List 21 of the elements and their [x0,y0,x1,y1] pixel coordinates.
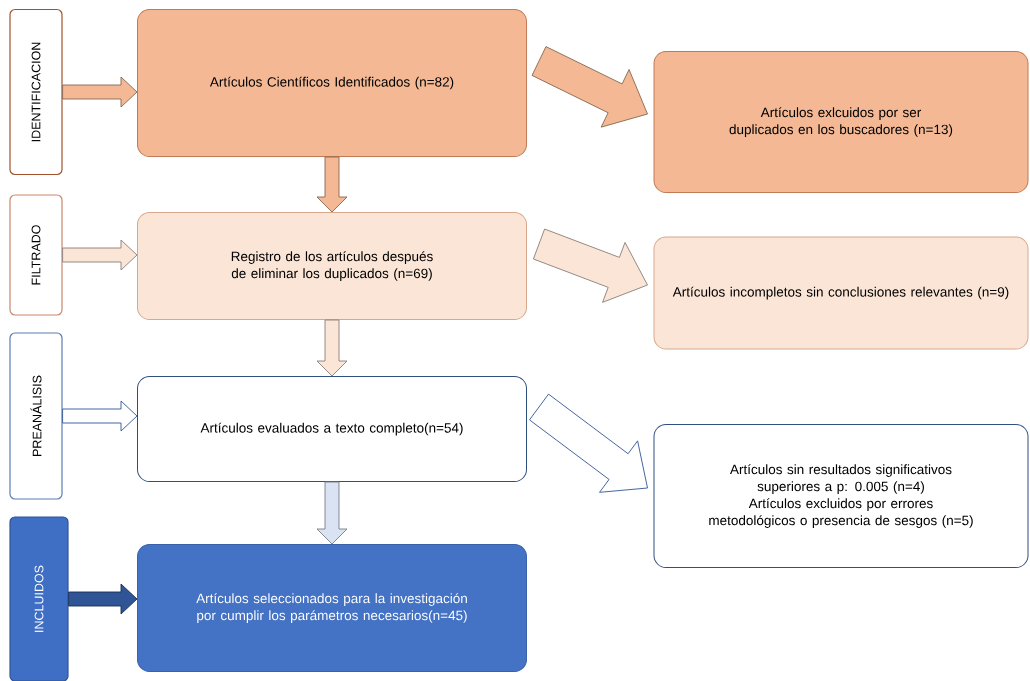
process-box: Artículos sin resultados significativos superiores a p: 0.005 (n=4) Artículos excluidos por errores metodológicos o presencia de sesgos (n=5) [653,424,1029,568]
block-arrow [316,481,348,545]
process-box: Artículos evaluados a texto completo(n=54) [137,376,527,482]
stage-box: FILTRADO [9,194,63,316]
process-box: Artículos Científicos Identificados (n=82) [137,9,527,157]
block-arrow [62,239,138,271]
block-arrow [316,319,348,377]
stage-box: IDENTIFICACION [9,8,63,176]
stage-box: INCLUIDOS [9,516,69,681]
stage-box: PREANÁLISIS [9,332,63,500]
process-box: Artículos seleccionados para la investigación por cumplir los parámetros necesarios(n=45) [137,544,527,672]
block-arrow [531,46,648,128]
block-arrow [316,156,348,213]
block-arrow [532,228,648,303]
block-arrow [529,393,648,493]
process-box: Artículos exlcuidos por ser duplicados en los buscadores (n=13) [653,51,1029,193]
process-box: Registro de los artículos después de eliminar los duplicados (n=69) [137,212,527,320]
block-arrow [62,76,138,108]
process-box: Artículos incompletos sin conclusiones relevantes (n=9) [653,236,1029,350]
block-arrow [68,583,138,615]
block-arrow [62,400,138,432]
